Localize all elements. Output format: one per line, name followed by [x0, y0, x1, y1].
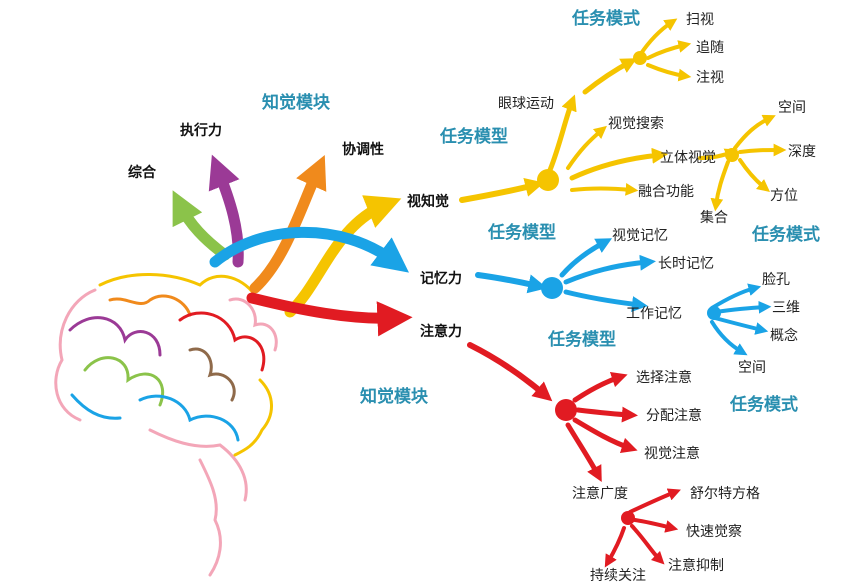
label-selective: 选择注意: [636, 369, 692, 386]
label-stereo: 立体视觉: [660, 150, 716, 166]
headings: 知觉模块 知觉模块 任务模式 任务模型 任务模型 任务模式 任务模型 任务模式: [261, 8, 820, 415]
heading-task-mode-attention: 任务模式: [729, 394, 798, 415]
label-attention: 注意力: [420, 323, 462, 340]
working-node-dot: [707, 306, 721, 320]
label-eye-movement: 眼球运动: [498, 96, 554, 112]
green-branch-arrow: [172, 190, 231, 261]
memory-arrows: [475, 238, 772, 356]
yellow-branch-arrow: [284, 195, 402, 318]
vision-arrows: [459, 18, 787, 212]
label-stereo-direction: 方位: [770, 188, 798, 204]
heading-task-model-working: 任务模型: [547, 329, 616, 350]
label-fixation: 注视: [696, 70, 724, 86]
label-visual-memory: 视觉记忆: [612, 228, 668, 244]
label-visual-search: 视觉搜索: [608, 115, 664, 132]
label-pursuit: 追随: [696, 40, 724, 56]
eye-node-dot: [633, 51, 647, 65]
heading-task-mode-depth: 任务模式: [751, 224, 820, 245]
label-stereo-depth: 深度: [788, 144, 816, 160]
label-quick-detect: 快速觉察: [686, 523, 742, 540]
vision-node-dot: [537, 169, 559, 191]
label-schulte: 舒尔特方格: [690, 486, 760, 502]
attention-node-dot: [555, 399, 577, 421]
label-saccade: 扫视: [686, 12, 714, 28]
branch-labels: 综合 执行力 协调性 视知觉 记忆力 注意力: [128, 122, 462, 340]
label-3d: 三维: [772, 300, 800, 316]
span-node-dot: [621, 511, 635, 525]
label-long-term: 长时记忆: [658, 256, 714, 272]
label-execution: 执行力: [180, 122, 222, 139]
label-visual-attention: 视觉注意: [644, 445, 700, 462]
memory-node-dot: [541, 277, 563, 299]
label-span: 注意广度: [572, 485, 628, 502]
label-concept: 概念: [770, 327, 798, 344]
heading-task-model-memory: 任务模型: [487, 222, 556, 243]
label-fusion: 融合功能: [638, 184, 694, 200]
heading-perception-bottom: 知觉模块: [359, 386, 429, 407]
label-stereo-space: 空间: [778, 100, 806, 116]
label-sustained: 持续关注: [590, 567, 646, 584]
label-inhibition: 注意抑制: [668, 557, 724, 574]
label-synthesis: 综合: [128, 164, 157, 181]
red-branch-arrow: [246, 292, 413, 337]
label-integration: 集合: [700, 209, 728, 226]
label-face: 脸孔: [762, 272, 790, 288]
label-divided: 分配注意: [646, 407, 702, 424]
label-memory: 记忆力: [420, 270, 462, 287]
label-working: 工作记忆: [626, 306, 682, 322]
attention-arrows: [467, 342, 681, 568]
heading-task-model-vision: 任务模型: [439, 126, 508, 147]
brain-illustration: [54, 273, 278, 577]
heading-task-mode-top: 任务模式: [571, 8, 640, 29]
stereo-node-dot: [725, 148, 739, 162]
attention-labels: 选择注意 分配注意 视觉注意 注意广度 舒尔特方格 快速觉察 注意抑制 持续关注: [572, 369, 760, 584]
label-coordination: 协调性: [342, 141, 384, 158]
heading-perception-top: 知觉模块: [261, 92, 331, 113]
blue-branch-arrow: [209, 226, 409, 273]
vision-labels: 眼球运动 扫视 追随 注视 视觉搜索 立体视觉 空间 深度 方位 融合功能 集合: [498, 12, 816, 226]
memory-labels: 视觉记忆 长时记忆 工作记忆 脸孔 三维 概念 空间: [612, 228, 800, 376]
label-working-space: 空间: [738, 360, 766, 376]
main-branch-arrows: [172, 154, 413, 337]
label-vision: 视知觉: [407, 193, 449, 210]
